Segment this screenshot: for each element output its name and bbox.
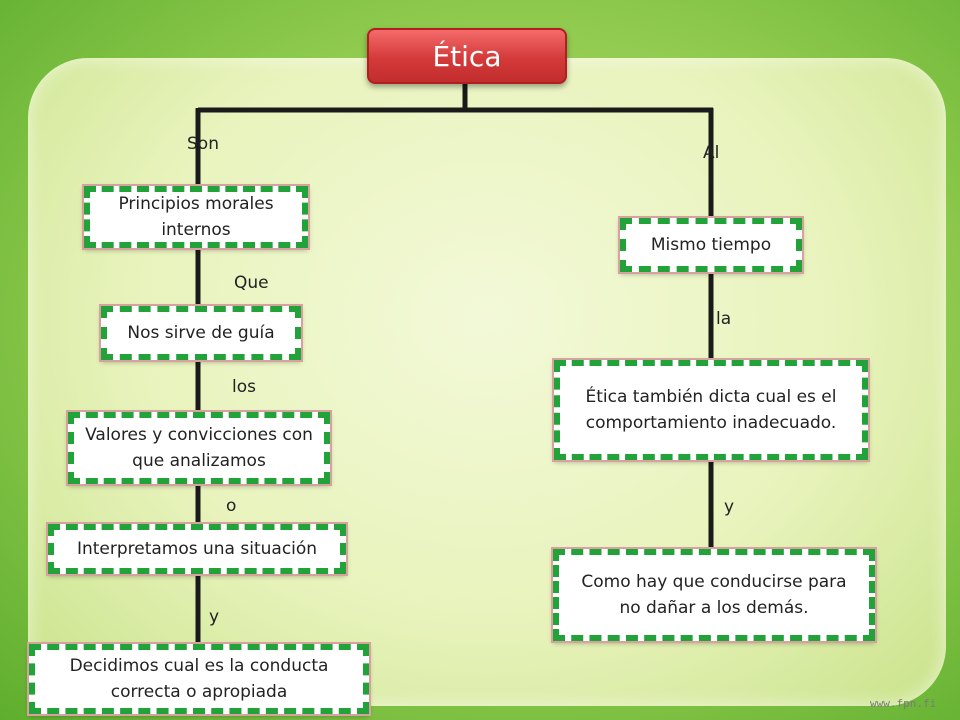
node-decidimos-conducta: Decidimos cual es la conducta correcta o… <box>27 642 371 716</box>
connector-o: o <box>226 496 237 516</box>
title-ethics: Ética <box>367 28 567 84</box>
connector-al: Al <box>703 143 720 163</box>
node-valores-convicciones: Valores y convicciones con que analizamo… <box>66 410 332 486</box>
node-etica-dicta: Ética también dicta cual es el comportam… <box>552 358 870 462</box>
connector-la: la <box>716 309 732 329</box>
connector-los: los <box>232 377 256 397</box>
node-principios-morales: Principios morales internos <box>82 184 310 250</box>
node-como-conducirse: Como hay que conducirse para no dañar a … <box>551 547 877 643</box>
node-interpretamos-situacion: Interpretamos una situación <box>46 522 348 576</box>
connector-son: Son <box>187 134 219 154</box>
connector-y-right: y <box>724 497 735 517</box>
node-mismo-tiempo: Mismo tiempo <box>618 216 804 274</box>
watermark: www.fpn.fi <box>870 697 937 710</box>
connector-que: Que <box>234 273 269 293</box>
node-nos-sirve-de-guia: Nos sirve de guía <box>99 304 303 362</box>
connector-y-left: y <box>209 607 220 627</box>
